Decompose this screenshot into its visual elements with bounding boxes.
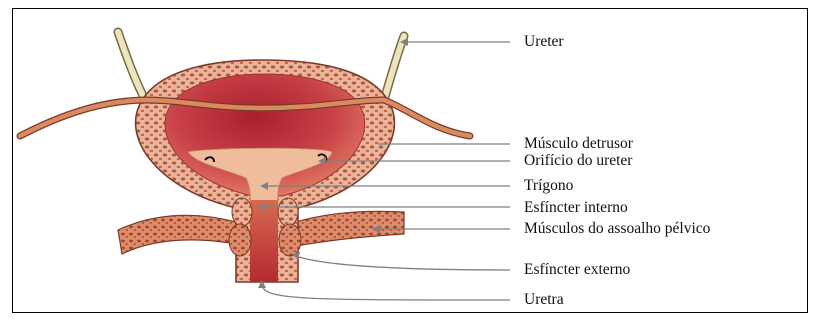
label-detrusor-muscle: Músculo detrusor: [524, 136, 633, 152]
label-ureter-orifice: Orifício do ureter: [524, 153, 632, 169]
label-pelvic-floor-muscles: Músculos do assoalho pélvico: [524, 221, 710, 237]
label-trigone: Trígono: [524, 178, 573, 194]
label-internal-sphincter: Esfíncter interno: [524, 200, 628, 216]
label-external-sphincter: Esfíncter externo: [524, 262, 630, 278]
label-ureter: Ureter: [524, 34, 564, 50]
label-urethra: Uretra: [524, 292, 564, 308]
urethra: [250, 200, 278, 282]
